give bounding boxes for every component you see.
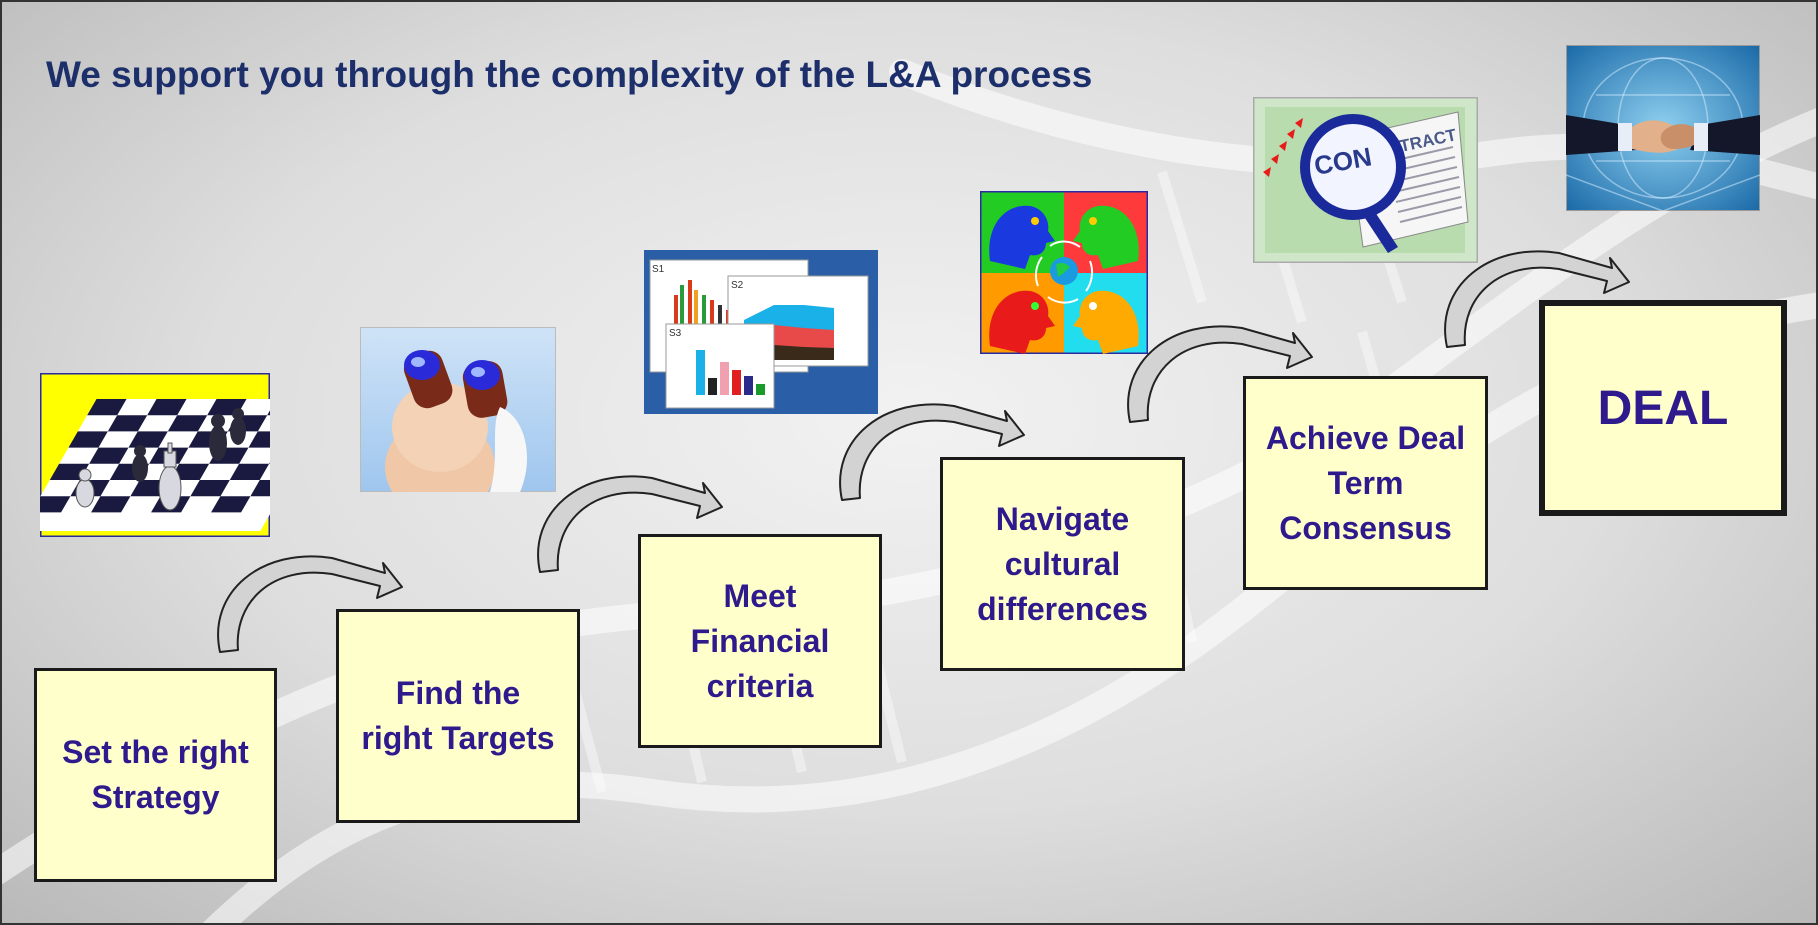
step-consensus-label: Achieve Deal Term Consensus <box>1265 419 1466 546</box>
financial-tag-1: S1 <box>652 264 665 275</box>
step-deal: DEAL <box>1539 300 1787 516</box>
step-financial-label: Meet Financial criteria <box>690 577 830 704</box>
step-targets: Find the right Targets <box>336 609 580 823</box>
financial-charts-image: S1 S2 S3 <box>644 250 878 414</box>
chess-image <box>40 373 270 537</box>
cultural-heads-image <box>980 191 1148 354</box>
step-consensus: Achieve Deal Term Consensus <box>1243 376 1488 590</box>
handshake-image <box>1566 45 1760 211</box>
step-cultural: Navigate cultural differences <box>940 457 1185 671</box>
step-targets-label: Find the right Targets <box>361 675 555 756</box>
step-deal-label: DEAL <box>1597 381 1729 435</box>
step-strategy: Set the right Strategy <box>34 668 277 882</box>
financial-tag-2: S2 <box>731 280 744 291</box>
step-strategy-label: Set the right Strategy <box>62 734 249 815</box>
step-financial: Meet Financial criteria <box>638 534 882 748</box>
binoculars-image <box>360 327 556 492</box>
contract-image: TRACT CON <box>1253 97 1478 263</box>
page-title: We support you through the complexity of… <box>46 54 1093 95</box>
financial-tag-3: S3 <box>669 328 682 339</box>
step-cultural-label: Navigate cultural differences <box>977 500 1148 627</box>
